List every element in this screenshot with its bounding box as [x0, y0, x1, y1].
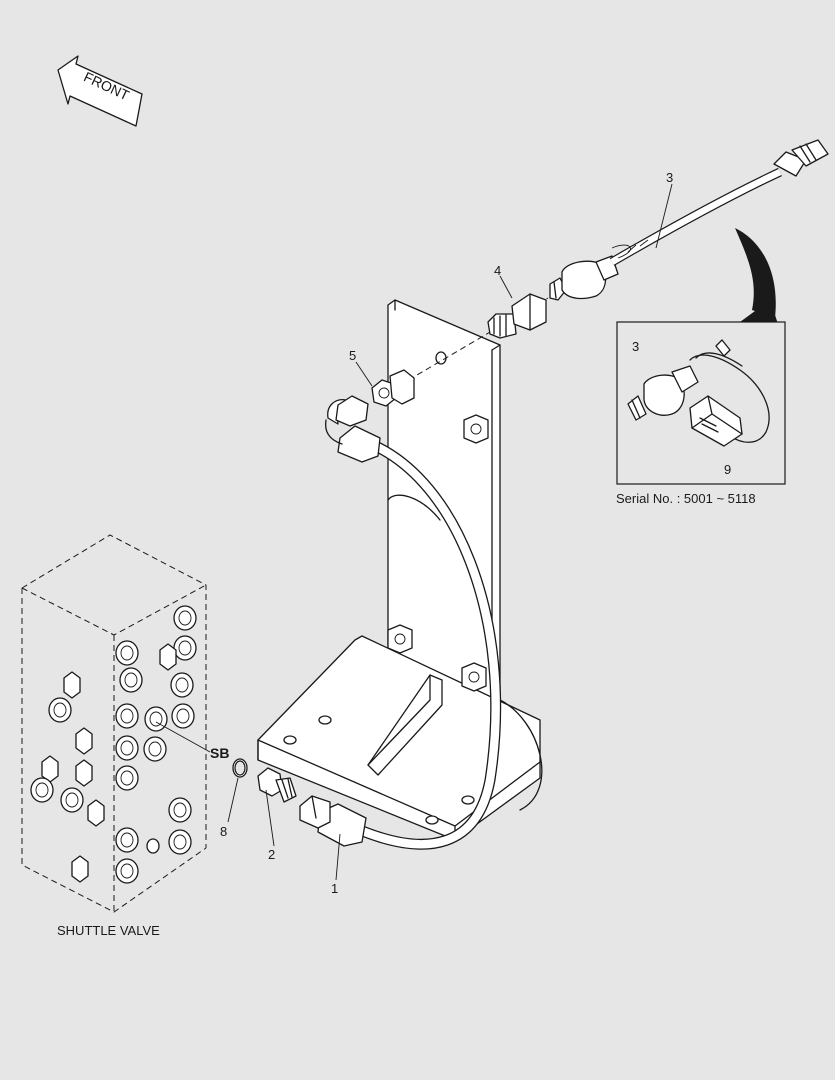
shuttle-valve-caption: SHUTTLE VALVE [57, 923, 160, 938]
callout-1: 1 [331, 881, 338, 896]
valve-port [171, 703, 195, 729]
hex-plug [75, 727, 93, 755]
valve-port [115, 640, 139, 666]
valve-port [143, 736, 167, 762]
lock-nut [371, 369, 415, 407]
valve-port [168, 797, 192, 823]
weld-nut [463, 414, 489, 444]
inset-callout-3: 3 [632, 339, 639, 354]
hex-plug [41, 755, 59, 783]
adapter-fitting [487, 293, 547, 339]
hex-plug [159, 643, 177, 671]
hose-assembly [299, 395, 502, 850]
mounting-bracket [257, 299, 543, 841]
valve-port [30, 777, 54, 803]
weld-nut [387, 624, 413, 654]
valve-port [119, 667, 143, 693]
callout-3: 3 [666, 170, 673, 185]
callout-2: 2 [268, 847, 275, 862]
weld-nut [461, 662, 487, 692]
valve-port [60, 787, 84, 813]
detail-inset [616, 321, 786, 485]
callout-5: 5 [349, 348, 356, 363]
hex-plug [63, 671, 81, 699]
hex-plug [71, 855, 89, 883]
serial-note: Serial No. : 5001 ~ 5118 [616, 491, 756, 506]
valve-port [146, 838, 160, 854]
callout-8: 8 [220, 824, 227, 839]
valve-port [115, 827, 139, 853]
inset-callout-9: 9 [724, 462, 731, 477]
valve-port [115, 858, 139, 884]
o-ring [232, 758, 248, 778]
pointer-arrow-icon [735, 228, 780, 330]
port-label-sb: SB [210, 745, 229, 761]
valve-port [144, 706, 168, 732]
front-arrow-icon: FRONT [57, 55, 143, 127]
valve-port [170, 672, 194, 698]
valve-port [173, 605, 197, 631]
hose-end-fitting [299, 795, 367, 847]
hex-plug [75, 759, 93, 787]
callout-4: 4 [494, 263, 501, 278]
valve-port [115, 703, 139, 729]
straight-connector [257, 767, 297, 803]
hose-elbow-fitting [324, 395, 381, 463]
hex-plug [87, 799, 105, 827]
valve-port [173, 635, 197, 661]
valve-port [48, 697, 72, 723]
valve-port [115, 735, 139, 761]
valve-port [168, 829, 192, 855]
pressure-switch [549, 139, 829, 301]
valve-port [115, 765, 139, 791]
shuttle-valve-block [21, 534, 207, 913]
